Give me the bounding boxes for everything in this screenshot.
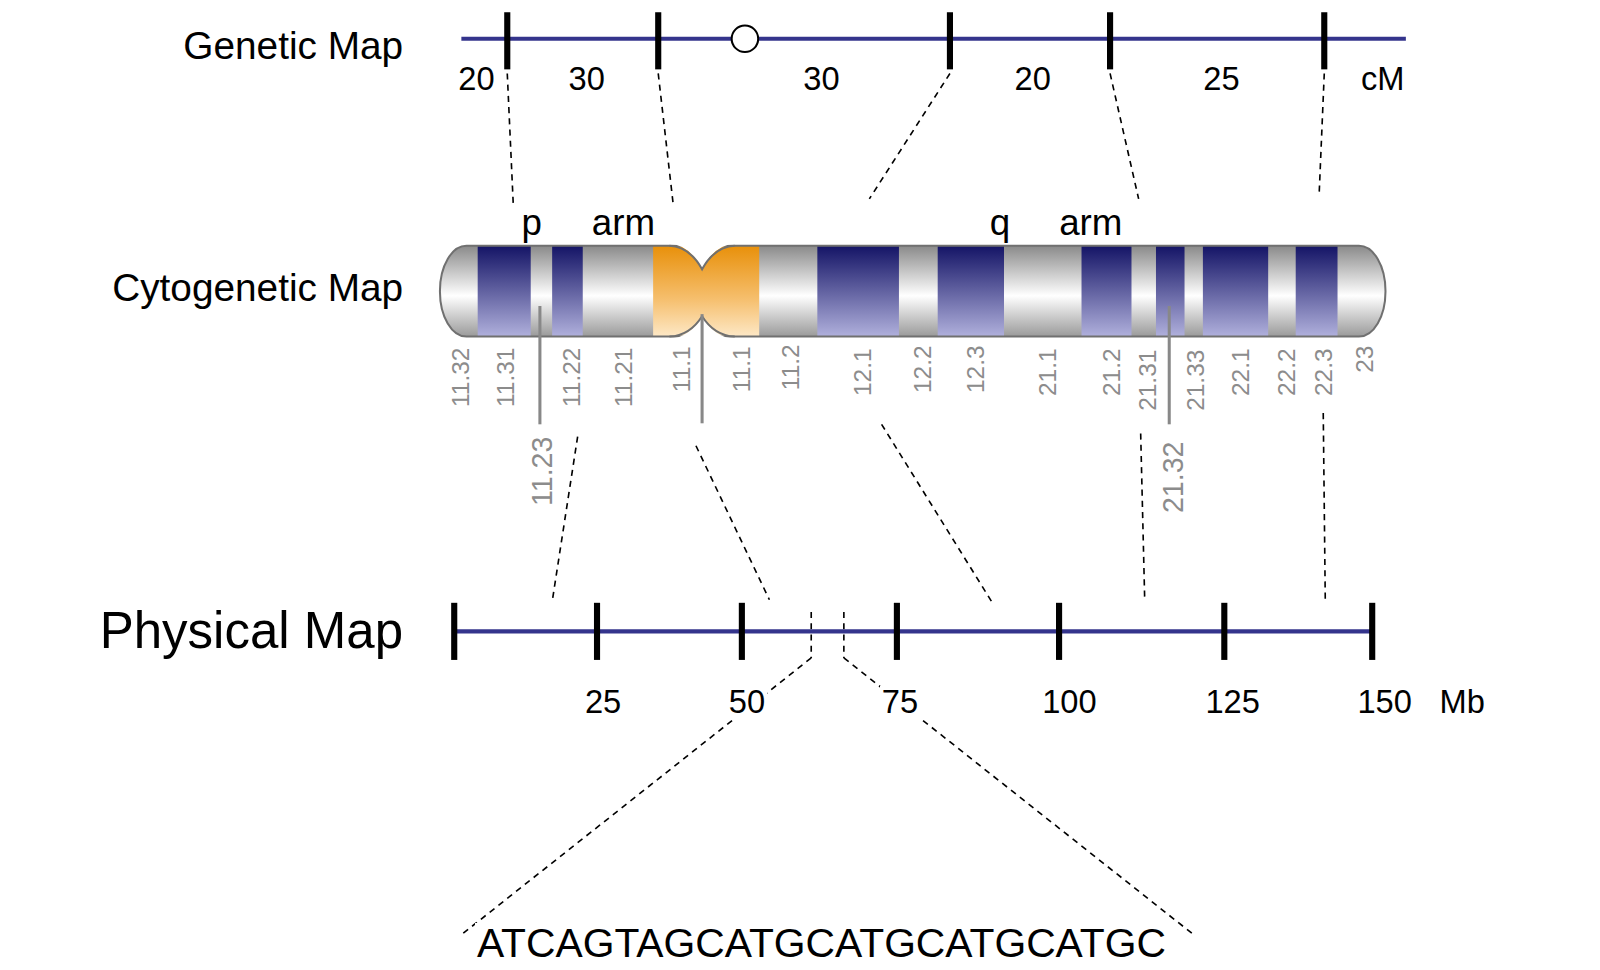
- map-label: arm: [1057, 205, 1124, 242]
- band-label: 21.2: [1100, 347, 1124, 399]
- band-label: 21.32: [1159, 440, 1188, 515]
- band-label: 12.1: [851, 347, 875, 399]
- band-label: 11.31: [495, 346, 519, 409]
- band-label: 12.3: [963, 344, 987, 396]
- map-label: 30: [567, 63, 607, 96]
- map-label: 30: [801, 63, 841, 96]
- map-label: 20: [1012, 63, 1052, 96]
- map-label: arm: [590, 205, 657, 242]
- map-label: Physical Map: [98, 605, 405, 656]
- genetic-map-axis: [461, 12, 1406, 69]
- map-label: 25: [1201, 63, 1241, 96]
- band-label: 21.1: [1036, 347, 1060, 399]
- band-label: 21.33: [1185, 348, 1209, 413]
- band-label: 11.2: [779, 342, 803, 392]
- map-label: 125: [1203, 686, 1261, 719]
- map-label: p: [519, 205, 543, 242]
- physical-map-axis: [454, 603, 1372, 660]
- band-label: 23: [1353, 344, 1377, 375]
- band-label: 12.2: [910, 344, 934, 396]
- correspondence-lines: [459, 73, 1325, 936]
- map-label: 75: [880, 686, 920, 719]
- map-label: 100: [1040, 686, 1098, 719]
- chromosome: [440, 244, 1386, 425]
- band-label: 11.21: [612, 346, 636, 409]
- band-label: 22.2: [1274, 347, 1298, 399]
- band-label: 11.1: [730, 344, 754, 394]
- band-label: 22.1: [1229, 347, 1253, 399]
- map-label: 150: [1355, 686, 1413, 719]
- map-label: cM: [1359, 63, 1407, 96]
- map-label: Genetic Map: [181, 27, 405, 66]
- map-label: q: [988, 205, 1012, 242]
- map-label: ATCAGTAGCATGCATGCATGCATGC: [475, 923, 1168, 964]
- map-label: Mb: [1438, 686, 1487, 719]
- map-label: 25: [583, 686, 623, 719]
- map-label: Cytogenetic Map: [110, 269, 405, 308]
- band-label: 21.31: [1137, 348, 1161, 413]
- band-label: 11.22: [560, 346, 584, 409]
- band-label: 11.1: [669, 344, 693, 394]
- band-label: 11.23: [529, 435, 558, 508]
- map-label: 20: [456, 63, 496, 96]
- map-label: 50: [727, 686, 767, 719]
- band-label: 22.3: [1311, 347, 1335, 399]
- band-label: 11.32: [449, 346, 473, 409]
